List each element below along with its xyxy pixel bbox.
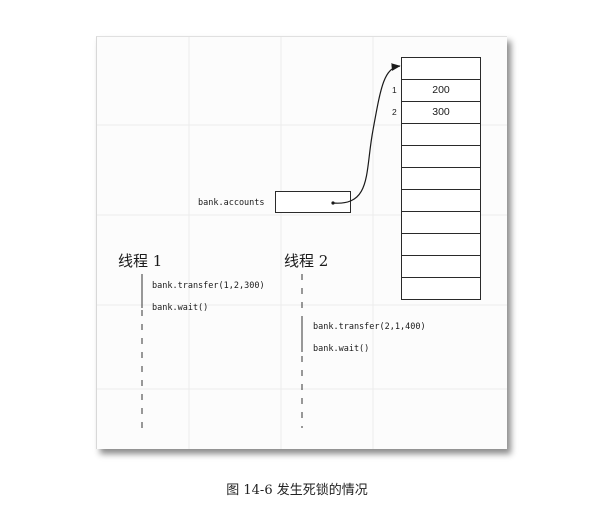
- array-cell: [402, 212, 480, 234]
- array-cell: [402, 146, 480, 168]
- array-cell: [402, 124, 480, 146]
- thread-1-title: 线程 1: [118, 252, 163, 270]
- array-cell: [402, 190, 480, 212]
- thread-2-code-line: bank.wait(): [313, 344, 370, 354]
- thread-1-code-line: bank.wait(): [152, 303, 209, 313]
- array-cell: 200: [402, 80, 480, 102]
- array-cell: [402, 58, 480, 80]
- array-index-label: 1: [392, 85, 397, 95]
- figure-caption: 图 14-6 发生死锁的情况: [226, 483, 368, 498]
- array-index-label: 2: [392, 107, 397, 117]
- thread-2-title: 线程 2: [284, 252, 329, 270]
- accounts-reference-box: [275, 191, 351, 213]
- array-cell: 300: [402, 102, 480, 124]
- thread-1-code-line: bank.transfer(1,2,300): [152, 281, 265, 291]
- thread-2-code-line: bank.transfer(2,1,400): [313, 322, 426, 332]
- array-cell: [402, 234, 480, 256]
- accounts-array: 200 300: [401, 57, 481, 300]
- array-cell: [402, 168, 480, 190]
- array-cell: [402, 278, 480, 300]
- accounts-reference-label: bank.accounts: [198, 198, 265, 208]
- array-cell: [402, 256, 480, 278]
